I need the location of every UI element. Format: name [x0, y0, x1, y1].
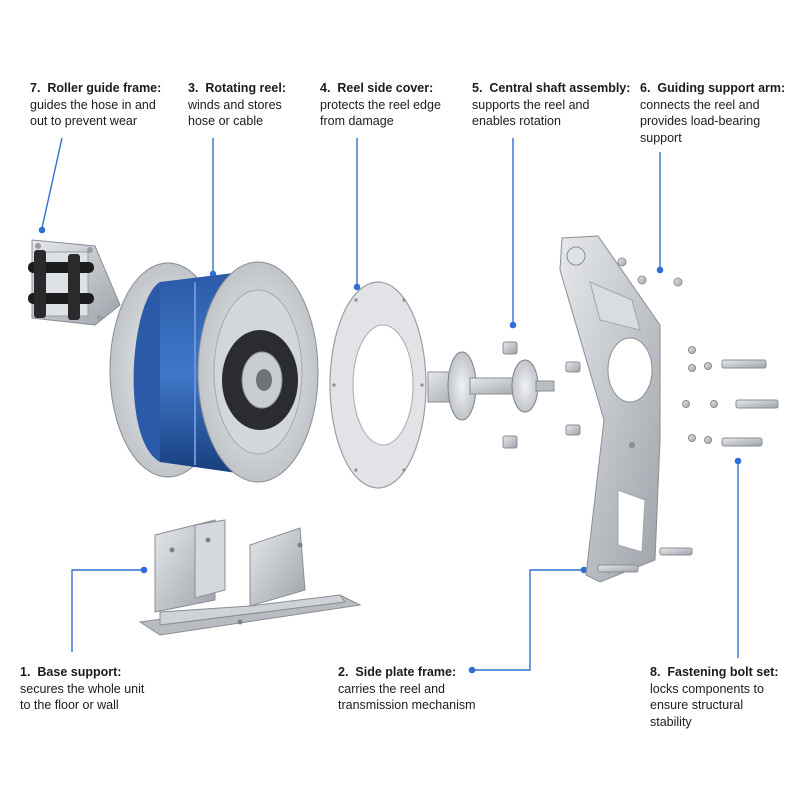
callout-rotating-reel: 3. Rotating reel: winds and stores hose …: [188, 80, 328, 130]
fastening-bolt-set: [597, 257, 779, 573]
callout-title: 8. Fastening bolt set:: [650, 665, 779, 679]
callout-central-shaft-assembly: 5. Central shaft assembly: supports the …: [472, 80, 642, 130]
leader-lines: [38, 137, 742, 674]
callout-description: secures the whole unit to the floor or w…: [20, 681, 145, 713]
callout-title: 5. Central shaft assembly:: [472, 81, 631, 95]
callout-title: 1. Base support:: [20, 665, 122, 679]
leader-roller-guide: [41, 137, 63, 229]
callout-title: 4. Reel side cover:: [320, 81, 434, 95]
callout-description: guides the hose in and out to prevent we…: [30, 97, 156, 129]
callout-description: supports the reel and enables rotation: [472, 97, 590, 129]
callout-side-plate-frame: 2. Side plate frame: carries the reel an…: [338, 664, 508, 714]
callout-title: 7. Roller guide frame:: [30, 81, 162, 95]
leader-side-plate: [474, 569, 582, 671]
callout-title: 6. Guiding support arm:: [640, 81, 786, 95]
callout-base-support: 1. Base support: secures the whole unit …: [20, 664, 180, 714]
callout-description: winds and stores hose or cable: [188, 97, 282, 129]
central-shaft-assembly: [427, 341, 581, 449]
callout-guiding-support-arm: 6. Guiding support arm: connects the ree…: [640, 80, 796, 146]
callout-description: carries the reel and transmission mechan…: [338, 681, 476, 713]
callout-fastening-bolt-set: 8. Fastening bolt set: locks components …: [650, 664, 796, 730]
callout-reel-side-cover: 4. Reel side cover: protects the reel ed…: [320, 80, 470, 130]
callout-description: connects the reel and provides load-bear…: [640, 97, 761, 145]
reel-side-cover: [329, 281, 427, 489]
callout-description: protects the reel edge from damage: [320, 97, 441, 129]
leader-base-support: [71, 569, 142, 652]
callout-title: 3. Rotating reel:: [188, 81, 286, 95]
callout-description: locks components to ensure structural st…: [650, 681, 764, 729]
roller-guide-frame: [28, 239, 121, 326]
callout-roller-guide-frame: 7. Roller guide frame: guides the hose i…: [30, 80, 190, 130]
callout-title: 2. Side plate frame:: [338, 665, 457, 679]
base-support: [138, 519, 362, 636]
rotating-reel: [109, 261, 319, 483]
support-arm-and-side-plate: [559, 235, 661, 583]
